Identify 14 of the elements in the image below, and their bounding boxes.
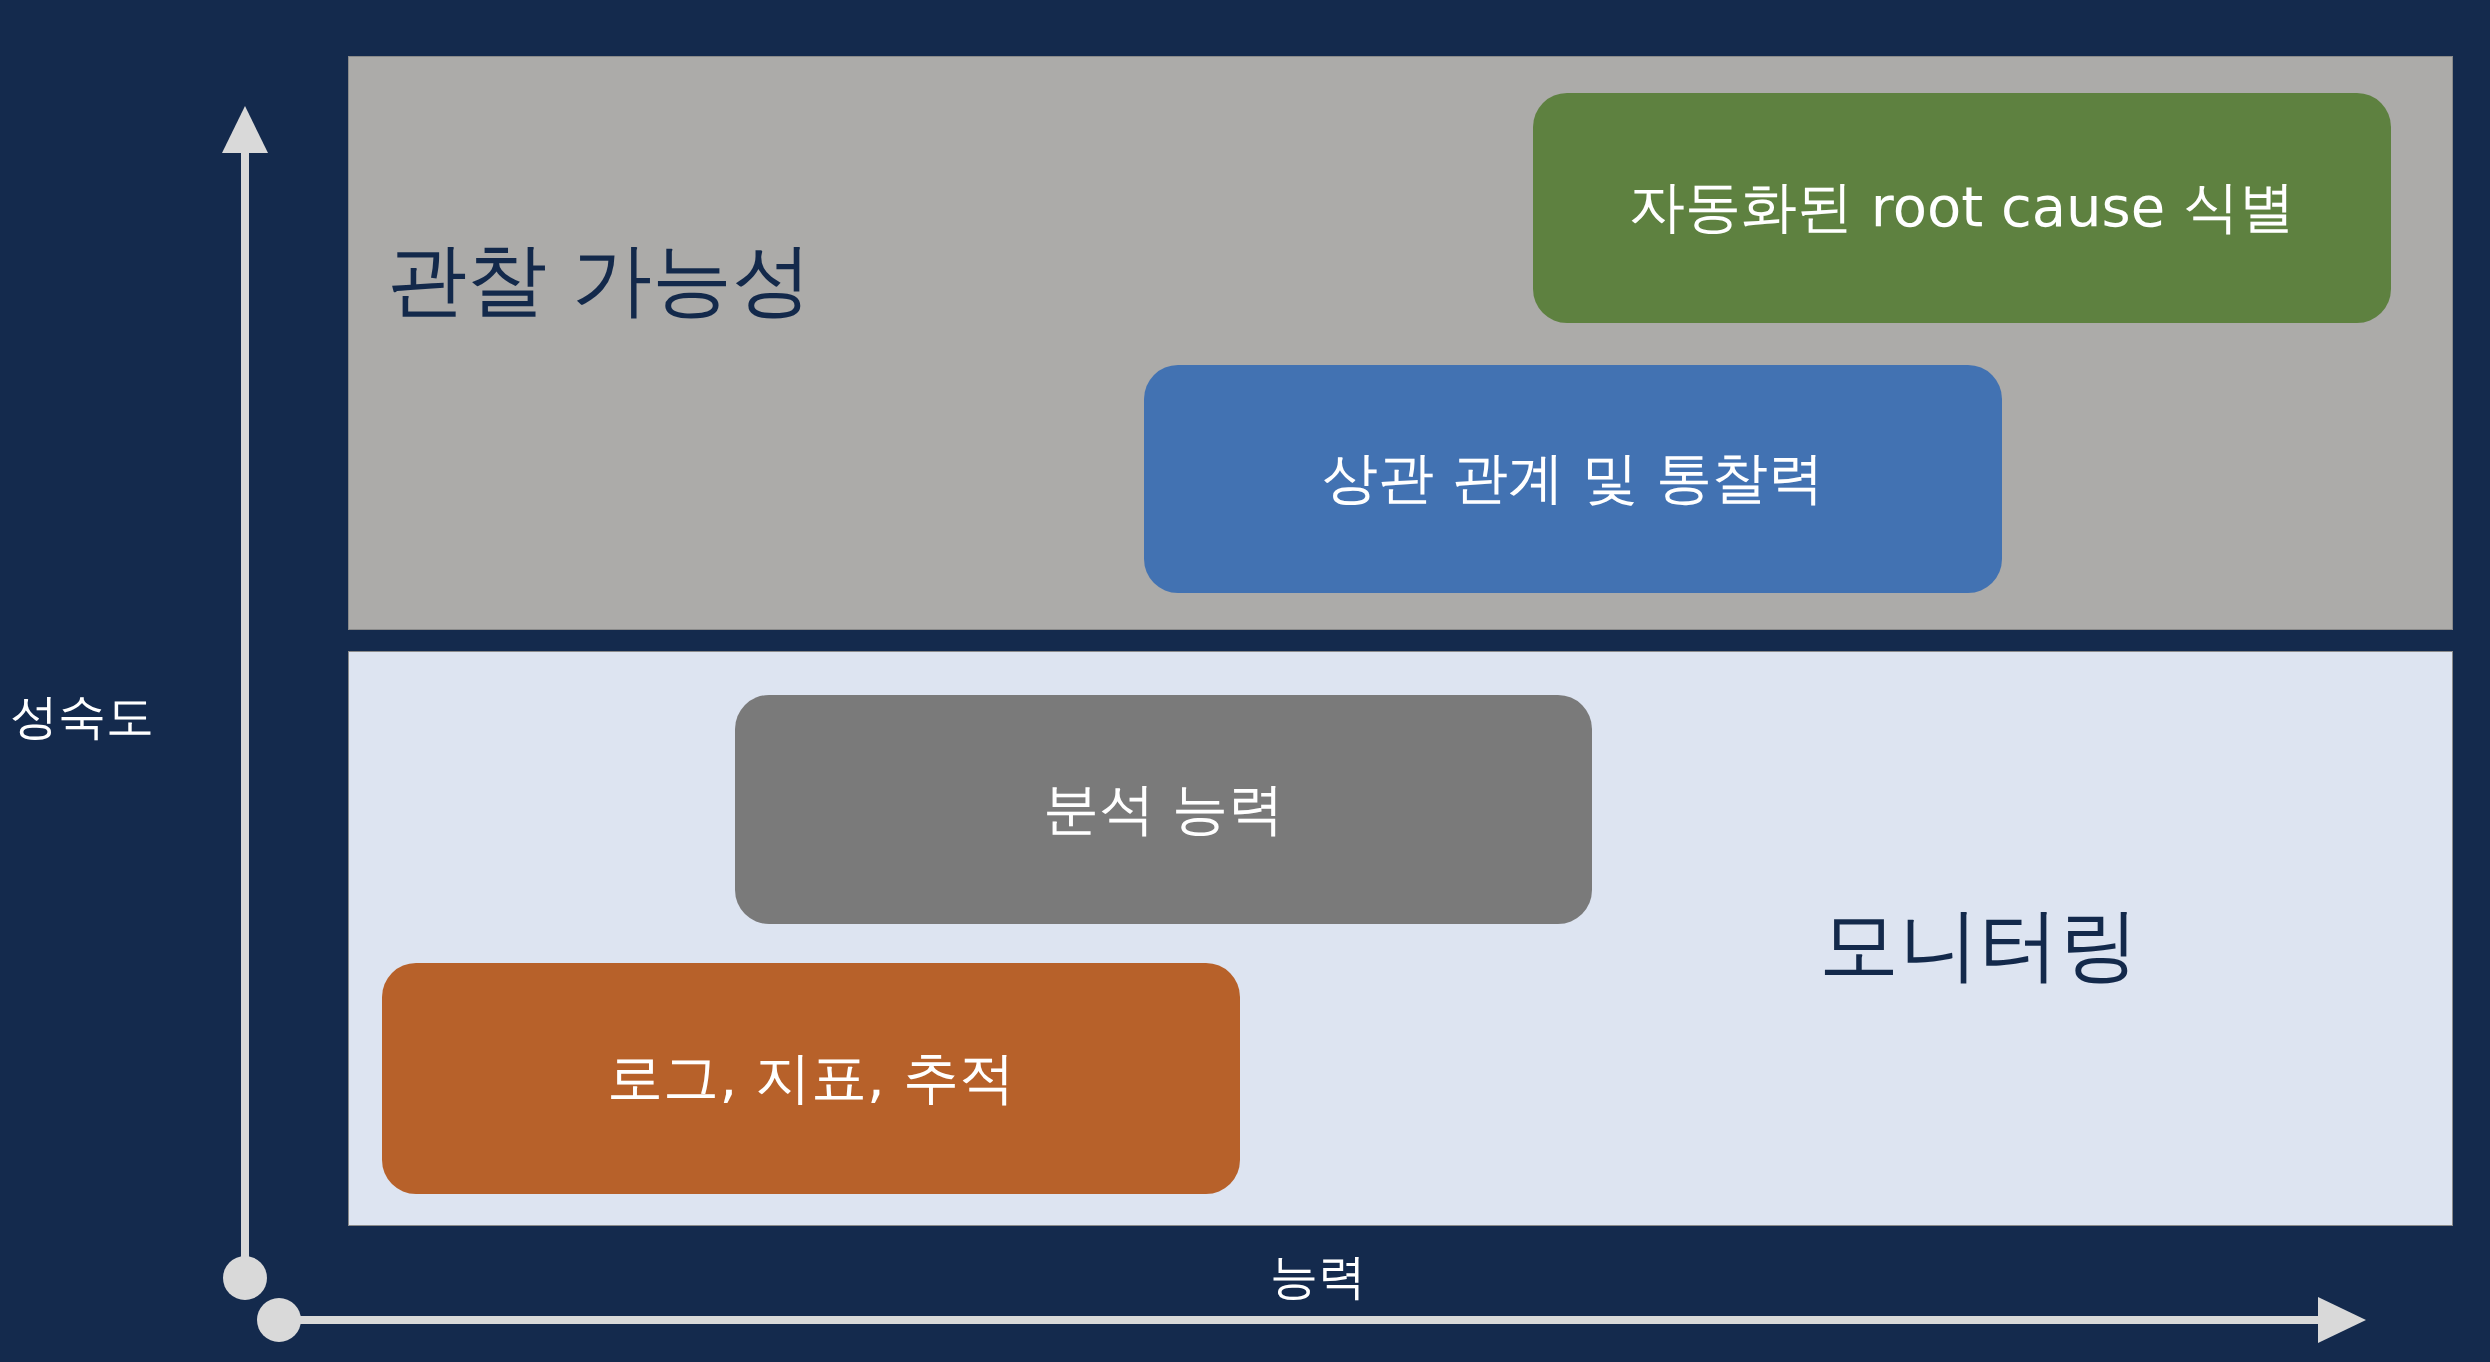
capability-box: [382, 963, 1240, 1194]
box-label: 로그, 지표, 추적: [607, 1043, 1015, 1112]
category-panel: [348, 651, 2453, 1226]
capability-box: [1533, 93, 2391, 323]
box-label: 분석 능력: [1042, 774, 1285, 843]
panel-heading: 관찰 가능성: [387, 232, 813, 328]
x-axis-label: 능력: [1270, 1247, 1366, 1306]
capability-box: [1144, 365, 2002, 593]
category-panel: [348, 56, 2453, 630]
y-axis-label: 성숙도: [10, 687, 154, 746]
capability-box: [735, 695, 1592, 924]
panel-heading: 모니터링: [1819, 897, 2139, 993]
box-label: 상관 관계 및 통찰력: [1322, 444, 1824, 512]
box-label: 자동화된 root cause 식별: [1629, 173, 2295, 241]
